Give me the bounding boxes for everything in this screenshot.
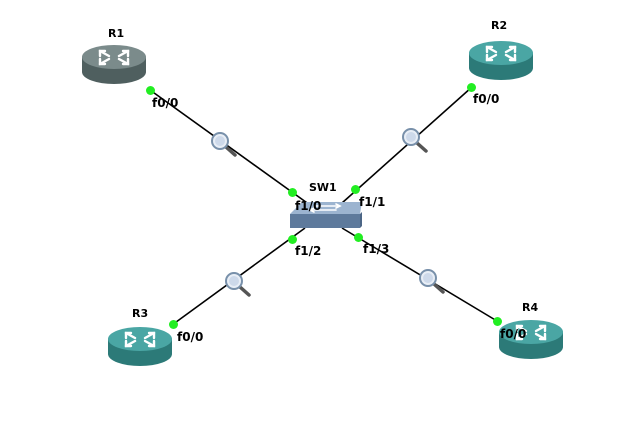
- port-label-r4: f0/0: [500, 327, 527, 341]
- router-icon: [499, 320, 563, 359]
- port-label-sw1-f1-2: f1/2: [295, 244, 322, 258]
- router-r4[interactable]: R4: [497, 301, 569, 367]
- magnifier-icon[interactable]: [417, 268, 445, 294]
- port-status-indicator: [466, 82, 476, 92]
- device-name-label: R1: [108, 27, 125, 40]
- router-r1[interactable]: R1: [80, 27, 152, 92]
- device-name-label: R4: [522, 301, 539, 314]
- port-label-r2: f0/0: [473, 92, 500, 106]
- device-name-label: R2: [491, 19, 508, 32]
- port-label-sw1-f1-1: f1/1: [359, 195, 386, 209]
- router-icon: [108, 327, 172, 366]
- port-status-indicator: [492, 316, 502, 326]
- magnifier-icon[interactable]: [209, 131, 237, 157]
- port-status-indicator: [350, 184, 360, 194]
- port-status-indicator: [145, 85, 155, 95]
- port-status-indicator: [287, 187, 297, 197]
- switch-sw1[interactable]: SW1: [288, 181, 364, 236]
- router-r3[interactable]: R3: [106, 307, 178, 374]
- port-label-r1: f0/0: [152, 96, 179, 110]
- port-label-r3: f0/0: [177, 330, 204, 344]
- device-name-label: SW1: [309, 181, 337, 194]
- port-label-sw1-f1-3: f1/3: [363, 242, 390, 256]
- magnifier-icon[interactable]: [400, 127, 428, 153]
- device-name-label: R3: [132, 307, 149, 320]
- router-icon: [82, 45, 146, 84]
- switch-icon: [290, 202, 362, 228]
- port-status-indicator: [168, 319, 178, 329]
- router-r2[interactable]: R2: [467, 19, 539, 88]
- router-icon: [469, 41, 533, 80]
- magnifier-icon[interactable]: [223, 271, 251, 297]
- port-status-indicator: [287, 234, 297, 244]
- port-status-indicator: [353, 232, 363, 242]
- port-label-sw1-f1-0: f1/0: [295, 199, 322, 213]
- link-r1-sw1[interactable]: [149, 89, 311, 206]
- link-r4-sw1[interactable]: [341, 227, 498, 322]
